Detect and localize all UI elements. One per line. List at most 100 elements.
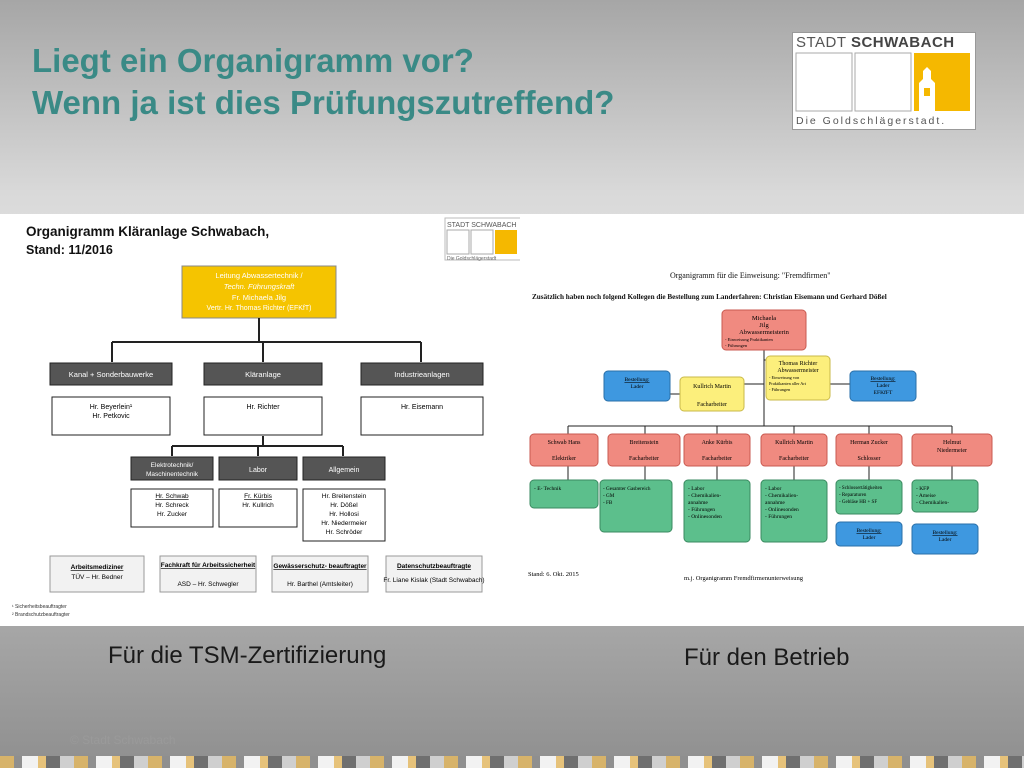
svg-text:Abwassermeister: Abwassermeister xyxy=(777,368,818,374)
svg-text:Elektrotechnik/: Elektrotechnik/ xyxy=(151,462,194,469)
staff-breitenstein: Breitenstein Facharbeiter - Gesamter Gas… xyxy=(599,433,681,533)
staff-kuerbis: Anke Kürbis Facharbeiter - Labor - Chemi… xyxy=(683,433,751,543)
title-line-2: Wenn ja ist dies Prüfungszutreffend? xyxy=(32,84,615,121)
head-line-3: Fr. Michaela Jilg xyxy=(232,293,286,302)
svg-text:EFKfFT: EFKfFT xyxy=(874,389,893,396)
division-industrieanlagen: Industrieanlagen Hr. Eisemann xyxy=(360,362,484,436)
svg-text:Hr. Dößel: Hr. Dößel xyxy=(330,502,358,509)
copyright-text: © Stadt Schwabach xyxy=(70,733,176,747)
svg-text:- Ameise: - Ameise xyxy=(916,493,936,499)
svg-text:annahme: annahme xyxy=(688,500,708,506)
svg-text:Fr. Kürbis: Fr. Kürbis xyxy=(244,493,273,500)
division-klaeranlage: Kläranlage Hr. Richter xyxy=(203,362,323,436)
svg-text:- Labor: - Labor xyxy=(765,486,782,492)
svg-text:- Onlinesonden: - Onlinesonden xyxy=(765,507,799,513)
staff-niedermeier: Helmut Niedermeier - KFP - Ameise - Chem… xyxy=(911,433,993,555)
svg-text:Facharbeiter: Facharbeiter xyxy=(629,456,659,462)
svg-text:Kullrich Martin: Kullrich Martin xyxy=(693,384,731,390)
svg-text:- E- Technik: - E- Technik xyxy=(534,486,562,492)
staff-schwab: Schwab Hans Elektriker - E- Technik xyxy=(529,433,599,509)
svg-text:Bestellung:: Bestellung: xyxy=(856,528,882,534)
svg-text:Niedermeier: Niedermeier xyxy=(937,448,967,454)
svg-text:- Gebläse HB + SF: - Gebläse HB + SF xyxy=(839,500,877,505)
staff-kullrich: Kullrich Martin Facharbeiter - Labor - C… xyxy=(760,433,828,543)
footnote-2: ² Brandschutzbeauftragter xyxy=(12,612,70,618)
subdivision-allgemein: Allgemein Hr. Breitenstein Hr. Dößel Hr.… xyxy=(302,456,386,542)
svg-text:Hr. Hollosi: Hr. Hollosi xyxy=(329,511,359,518)
svg-text:Hr. Beyerlein¹: Hr. Beyerlein¹ xyxy=(90,404,133,411)
head-line-2: Techn. Führungskraft xyxy=(224,282,296,291)
svg-text:Gewässerschutz- beauftragter: Gewässerschutz- beauftragter xyxy=(273,563,367,570)
svg-text:Herman Zucker: Herman Zucker xyxy=(850,440,888,446)
footnote-1: ¹ Sicherheitsbeauftragter xyxy=(12,604,67,610)
svg-text:Abwassermeisterin: Abwassermeisterin xyxy=(739,329,790,336)
svg-text:- Chemikalien-: - Chemikalien- xyxy=(916,500,949,506)
svg-text:- Labor: - Labor xyxy=(688,486,705,492)
svg-text:- KFP: - KFP xyxy=(916,486,929,492)
svg-text:Die Goldschlägerstadt: Die Goldschlägerstadt xyxy=(447,256,497,262)
svg-text:Industrieanlagen: Industrieanlagen xyxy=(394,370,449,379)
org-connectors xyxy=(111,318,422,456)
svg-text:- Führungen: - Führungen xyxy=(769,387,791,392)
svg-text:Arbeitsmediziner: Arbeitsmediziner xyxy=(71,564,124,571)
city-logo: STADT SCHWABACH Die Goldschlägerstadt. xyxy=(792,32,976,130)
svg-text:- Führungen: - Führungen xyxy=(725,343,748,348)
svg-text:STADT SCHWABACH: STADT SCHWABACH xyxy=(447,222,517,229)
svg-text:Labor: Labor xyxy=(249,467,268,474)
staff-zucker: Herman Zucker Schlosser - Schlossertätig… xyxy=(835,433,903,547)
svg-text:- Führungen: - Führungen xyxy=(688,507,715,513)
badge-right: Bestellung: Lader EFKfFT xyxy=(849,370,917,402)
svg-text:Kullrich Martin: Kullrich Martin xyxy=(775,440,813,446)
svg-text:Facharbeiter: Facharbeiter xyxy=(697,402,727,408)
decorative-stripe xyxy=(0,756,1024,768)
logo-tagline: Die Goldschlägerstadt. xyxy=(796,115,947,127)
svg-text:annahme: annahme xyxy=(765,500,785,506)
svg-text:Hr. Schröder: Hr. Schröder xyxy=(326,529,363,536)
left-organigram: Organigramm Kläranlage Schwabach, Stand:… xyxy=(12,217,522,618)
svg-text:Breitenstein: Breitenstein xyxy=(630,440,659,446)
svg-text:- Chemikalien-: - Chemikalien- xyxy=(688,493,721,499)
caption-tsm: Für die TSM-Zertifizierung xyxy=(108,642,387,669)
right-chart-subtitle: Zusätzlich haben noch folgend Kollegen d… xyxy=(532,293,887,301)
left-chart-stand: Stand: 11/2016 xyxy=(26,243,113,257)
left-organigram-image: Organigramm Kläranlage Schwabach, Stand:… xyxy=(0,214,540,626)
svg-text:Bestellung:: Bestellung: xyxy=(870,376,896,382)
svg-text:- Einweisung Praktikanten: - Einweisung Praktikanten xyxy=(725,337,773,342)
svg-text:Hr. Schreck: Hr. Schreck xyxy=(155,502,189,509)
right-chart-stand: Stand: 6. Okt. 2015 xyxy=(528,571,579,578)
right-chart-title: Organigramm für die Einweisung: "Fremdfi… xyxy=(670,271,831,280)
svg-text:Maschinentechnik: Maschinentechnik xyxy=(146,471,199,478)
svg-text:- Führungen: - Führungen xyxy=(765,514,792,520)
kullrich-mid-box: Kullrich Martin Facharbeiter xyxy=(679,376,745,412)
head-michaela-jilg: Michaela Jilg Abwassermeisterin - Einwei… xyxy=(721,309,807,351)
svg-text:Hr. Niedermeier: Hr. Niedermeier xyxy=(321,520,367,527)
left-chart-title: Organigramm Kläranlage Schwabach, xyxy=(26,224,269,239)
svg-text:Facharbeiter: Facharbeiter xyxy=(779,456,809,462)
svg-text:Lader: Lader xyxy=(863,535,876,541)
svg-text:Kanal + Sonderbauwerke: Kanal + Sonderbauwerke xyxy=(69,370,153,379)
slide-title: Liegt ein Organigramm vor? Wenn ja ist d… xyxy=(32,40,614,124)
svg-text:Helmut: Helmut xyxy=(943,440,961,446)
svg-text:- GM: - GM xyxy=(603,493,615,499)
svg-text:Lader: Lader xyxy=(939,537,952,543)
head-box xyxy=(181,265,337,319)
officer-gewaesserschutz: Gewässerschutz- beauftragter Hr. Barthel… xyxy=(271,555,369,593)
svg-text:TÜV – Hr. Bedner: TÜV – Hr. Bedner xyxy=(71,573,123,581)
svg-text:- Chemikalien-: - Chemikalien- xyxy=(765,493,798,499)
svg-text:- Reparaturen: - Reparaturen xyxy=(839,493,867,498)
svg-text:Michaela: Michaela xyxy=(752,315,776,322)
svg-text:Hr. Richter: Hr. Richter xyxy=(246,404,280,411)
svg-text:Lader: Lader xyxy=(631,384,644,390)
svg-text:Datenschutzbeauftragte: Datenschutzbeauftragte xyxy=(397,563,471,570)
badge-left: Bestellung: Lader xyxy=(603,370,671,402)
svg-text:- Gesamter Gasbereich: - Gesamter Gasbereich xyxy=(603,486,651,492)
svg-text:Jilg: Jilg xyxy=(759,322,769,329)
logo-emblem-icon xyxy=(795,52,970,112)
svg-text:Hr. Eisemann: Hr. Eisemann xyxy=(401,404,443,411)
svg-text:Praktikanten aller Art: Praktikanten aller Art xyxy=(769,381,807,386)
svg-text:Thomas Richter: Thomas Richter xyxy=(779,361,818,367)
svg-text:- FB: - FB xyxy=(603,500,613,506)
right-chart-footer: m.j. Organigramm Fremdfirmenunterweisung xyxy=(684,575,804,582)
svg-text:Allgemein: Allgemein xyxy=(329,467,360,474)
svg-text:Kläranlage: Kläranlage xyxy=(245,370,281,379)
